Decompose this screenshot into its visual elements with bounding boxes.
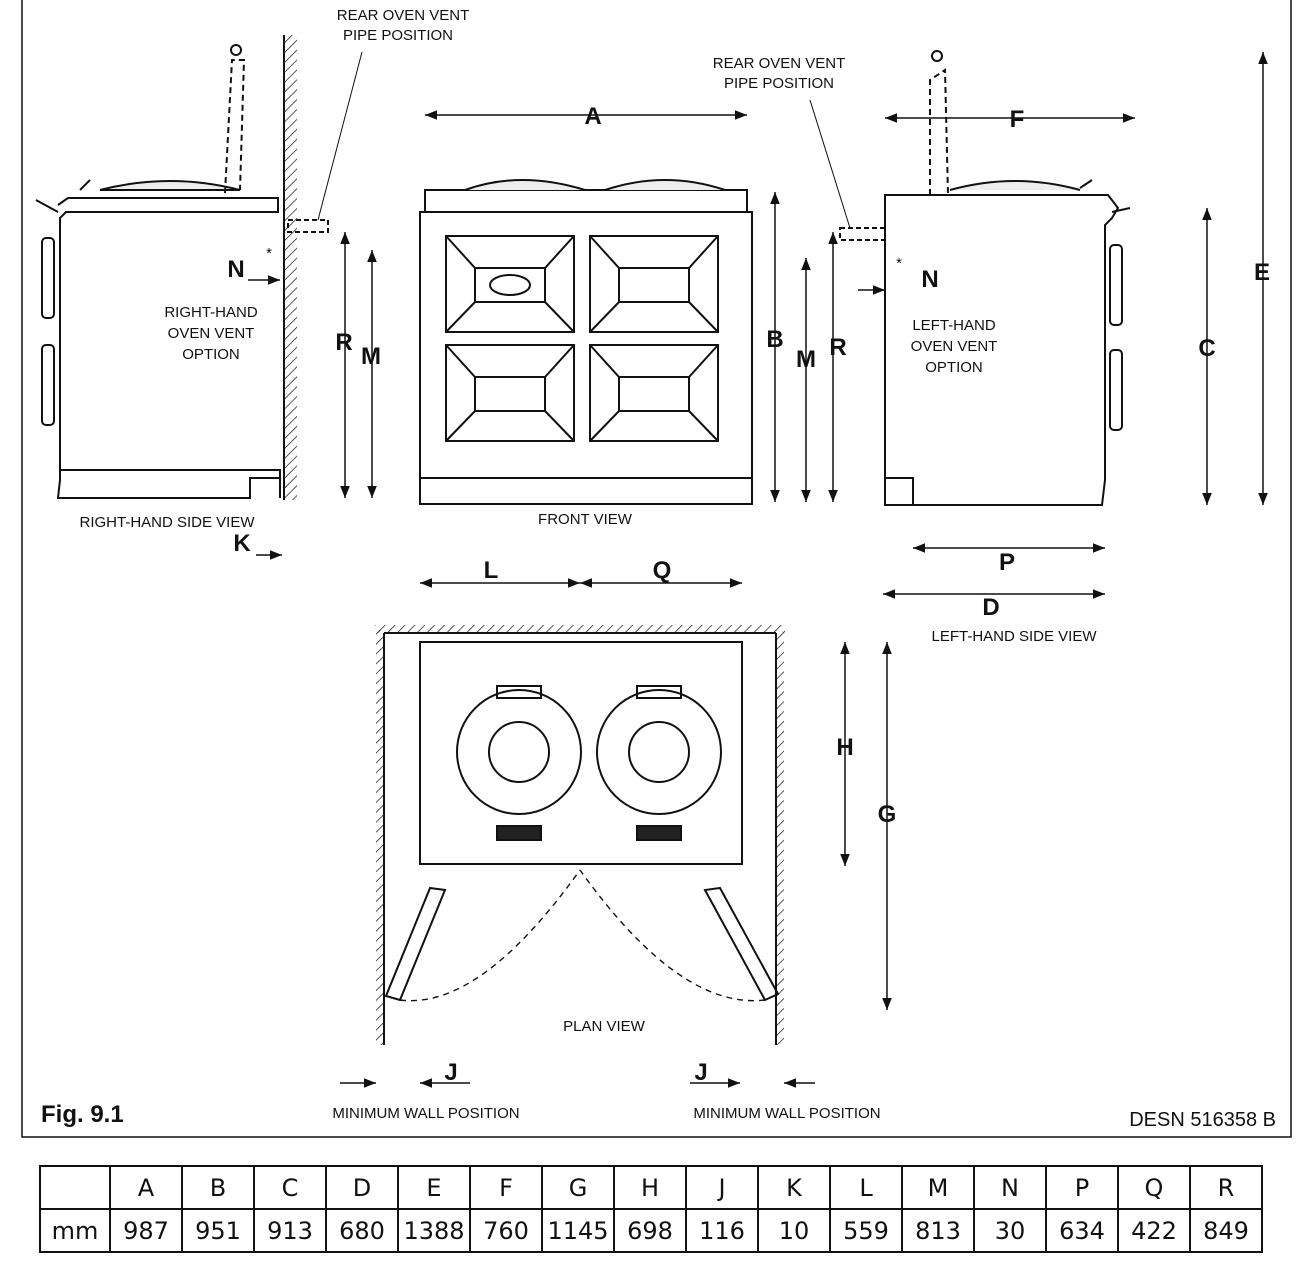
left-hand-side-view [839,50,1131,506]
dim-letter-H: H [836,734,853,761]
table-header-cell: D [325,1165,399,1210]
view-label-left-side: LEFT-HAND SIDE VIEW [931,628,1097,645]
table-value-cell: 1145 [541,1208,615,1253]
table-header-cell: A [109,1165,183,1210]
view-label-right-side: RIGHT-HAND SIDE VIEW [79,514,255,531]
dim-letter-M-right: M [796,346,816,373]
asterisk-left: * [266,245,272,262]
dim-letter-N-right: N [921,266,938,293]
table-value-cell: 698 [613,1208,687,1253]
drawing-reference: DESN 516358 B [1129,1109,1276,1131]
right-hand-side-view [35,35,329,500]
view-label-plan: PLAN VIEW [563,1018,646,1035]
table-value-cell: 913 [253,1208,327,1253]
technical-drawing: REAR OVEN VENT PIPE POSITION REAR OVEN V… [21,0,1292,1138]
dim-letter-G: G [878,801,897,828]
table-value-cell: 634 [1045,1208,1119,1253]
table-header-cell: L [829,1165,903,1210]
table-value-cell: 987 [109,1208,183,1253]
table-header-row: A B C D E F G H J K L M N P Q R [39,1165,1263,1210]
front-view [419,179,753,505]
rh-option-line1: RIGHT-HAND [164,304,258,321]
min-wall-label-left: MINIMUM WALL POSITION [332,1105,519,1122]
table-value-cell: 10 [757,1208,831,1253]
figure-caption: Fig. 9.1 [41,1101,124,1128]
dimensions-table: A B C D E F G H J K L M N P Q R mm 987 9… [39,1165,1263,1253]
dim-letter-M-left: M [361,343,381,370]
dim-letter-B: B [766,326,783,353]
dim-letter-P: P [999,549,1015,576]
table-value-cell: 680 [325,1208,399,1253]
dim-letter-J-left: J [444,1059,457,1086]
table-header-cell: M [901,1165,975,1210]
dim-letter-D: D [982,594,999,621]
rear-vent-note-left-line2: PIPE POSITION [343,27,453,44]
table-value-cell: 1388 [397,1208,471,1253]
leader-rear-vent-right [809,99,851,229]
table-header-cell: C [253,1165,327,1210]
dim-letter-R-right: R [829,334,846,361]
table-header-cell: E [397,1165,471,1210]
rh-option-line3: OPTION [182,346,240,363]
dim-letter-N-left: N [227,256,244,283]
rh-option-line2: OVEN VENT [168,325,255,342]
asterisk-right: * [896,255,902,272]
min-wall-label-right: MINIMUM WALL POSITION [693,1105,880,1122]
table-value-cell: 116 [685,1208,759,1253]
table-unit-cell: mm [39,1208,111,1253]
table-value-cell: 559 [829,1208,903,1253]
rear-vent-note-left-line1: REAR OVEN VENT [337,7,470,24]
table-value-cell: 813 [901,1208,975,1253]
table-header-blank [39,1165,111,1210]
view-label-front: FRONT VIEW [538,511,633,528]
figure-frame [21,0,1292,1138]
dim-letter-R-left: R [335,329,352,356]
rear-vent-note-right-line1: REAR OVEN VENT [713,55,846,72]
rear-vent-note-right-line2: PIPE POSITION [724,75,834,92]
table-header-cell: B [181,1165,255,1210]
lh-option-line3: OPTION [925,359,983,376]
table-header-cell: K [757,1165,831,1210]
table-header-cell: J [685,1165,759,1210]
dim-letter-Q: Q [653,557,672,584]
table-header-cell: P [1045,1165,1119,1210]
table-value-cell: 760 [469,1208,543,1253]
dim-letter-F: F [1010,106,1025,133]
table-value-row: mm 987 951 913 680 1388 760 1145 698 116… [39,1208,1263,1253]
table-value-cell: 422 [1117,1208,1191,1253]
table-value-cell: 849 [1189,1208,1263,1253]
dim-letter-C: C [1198,335,1215,362]
table-value-cell: 30 [973,1208,1047,1253]
lh-option-line2: OVEN VENT [911,338,998,355]
table-header-cell: G [541,1165,615,1210]
table-header-cell: F [469,1165,543,1210]
dim-letter-E: E [1254,259,1270,286]
dim-letter-K: K [233,530,251,557]
plan-view [375,625,785,1045]
leader-rear-vent-left [317,51,363,221]
dim-letter-L: L [484,557,499,584]
table-header-cell: N [973,1165,1047,1210]
table-header-cell: Q [1117,1165,1191,1210]
table-value-cell: 951 [181,1208,255,1253]
dim-letter-A: A [584,103,601,130]
table-header-cell: R [1189,1165,1263,1210]
dim-letter-J-right: J [694,1059,707,1086]
table-header-cell: H [613,1165,687,1210]
lh-option-line1: LEFT-HAND [912,317,996,334]
